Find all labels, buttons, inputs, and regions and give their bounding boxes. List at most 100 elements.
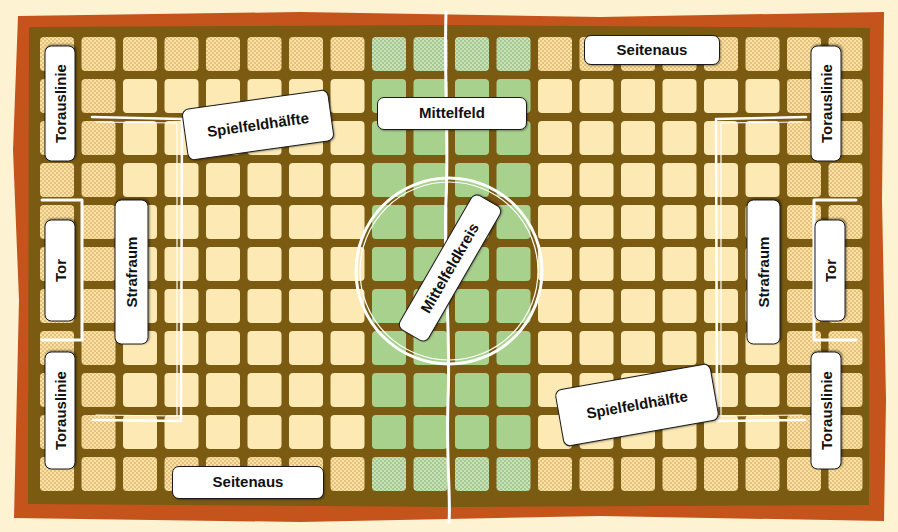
field-label: Spielfeldhälfte: [585, 387, 689, 423]
field-label: Torauslinie: [817, 371, 835, 450]
field-tile: [580, 163, 614, 197]
field-tile: [455, 373, 489, 407]
label-box: Tor: [45, 219, 76, 321]
field-tile: [497, 247, 531, 281]
field-tile: [497, 415, 531, 449]
field-tile: [663, 247, 697, 281]
field-tile: [746, 373, 780, 407]
penalty-area-left: [92, 117, 182, 421]
field-tile: [331, 457, 365, 491]
field-tile: [331, 373, 365, 407]
field-tile: [82, 457, 116, 491]
field-tile: [248, 373, 282, 407]
field-tile: [497, 163, 531, 197]
field-tile: [165, 37, 199, 71]
label-box: Torauslinie: [45, 351, 76, 469]
field-tile: [746, 457, 780, 491]
field-tile: [414, 457, 448, 491]
field-tile: [82, 37, 116, 71]
field-tile: [123, 79, 157, 113]
field-tile: [414, 373, 448, 407]
field-tile: [663, 79, 697, 113]
goal-right: [814, 200, 856, 340]
field-tile: [123, 37, 157, 71]
field-tile: [206, 37, 240, 71]
field-tile: [497, 37, 531, 71]
field-tile: [621, 121, 655, 155]
label-box: Strafraum: [746, 200, 780, 345]
field-tile: [206, 247, 240, 281]
field-border: [13, 12, 886, 522]
field-tile: [538, 289, 572, 323]
field-tile: [455, 457, 489, 491]
field-tile: [331, 205, 365, 239]
field-tile: [538, 79, 572, 113]
field-label: Seitenaus: [617, 41, 688, 59]
field-tile: [497, 457, 531, 491]
field-tile: [538, 121, 572, 155]
field-tile: [829, 163, 863, 197]
field-tile: [248, 247, 282, 281]
label-box: Torauslinie: [45, 45, 76, 161]
field-tile: [248, 205, 282, 239]
field-tile: [206, 373, 240, 407]
field-tile: [704, 79, 738, 113]
field-tile: [621, 79, 655, 113]
field-tile: [82, 205, 116, 239]
label-box: Torauslinie: [811, 351, 842, 469]
field-tile: [538, 457, 572, 491]
field-tile: [663, 289, 697, 323]
field-tile: [206, 163, 240, 197]
field-tile: [372, 373, 406, 407]
field-tile: [331, 37, 365, 71]
field-tile: [123, 121, 157, 155]
field-tile: [248, 331, 282, 365]
field-label: Seitenaus: [213, 473, 284, 491]
field-label: Torauslinie: [817, 64, 835, 143]
field-tile: [82, 163, 116, 197]
field-lines: [42, 12, 856, 522]
field-tile: [331, 163, 365, 197]
field-tile: [289, 205, 323, 239]
field-tile: [123, 373, 157, 407]
field-tile: [414, 205, 448, 239]
field-tile: [206, 331, 240, 365]
field-label: Strafraum: [754, 237, 772, 308]
field-tile: [289, 373, 323, 407]
field-tile: [663, 163, 697, 197]
field-tile: [663, 205, 697, 239]
field-label: Torauslinie: [51, 371, 69, 450]
field-tile: [538, 205, 572, 239]
field-tile: [331, 415, 365, 449]
label-box: Spielfeldhälfte: [181, 89, 335, 161]
field-tile: [40, 163, 74, 197]
field-tile: [248, 415, 282, 449]
field-tile: [663, 121, 697, 155]
field-tile: [580, 205, 614, 239]
label-box: Seitenaus: [584, 35, 720, 65]
field-tile: [455, 289, 489, 323]
field-tile: [663, 457, 697, 491]
label-box: Strafraum: [114, 200, 148, 345]
field-tile: [746, 121, 780, 155]
field-tile: [580, 79, 614, 113]
field-tiles: [40, 37, 863, 491]
field-tile: [331, 331, 365, 365]
center-circle-inner: [360, 182, 538, 360]
field-tile: [580, 331, 614, 365]
field-tile: [289, 289, 323, 323]
field-tile: [82, 331, 116, 365]
field-tile: [206, 205, 240, 239]
label-box: Seitenaus: [172, 466, 324, 499]
field-tile: [248, 163, 282, 197]
field-tile: [82, 247, 116, 281]
field-tile: [704, 457, 738, 491]
goal-left: [42, 200, 82, 340]
label-box: Spielfeldhälfte: [554, 363, 720, 448]
field-tile: [580, 457, 614, 491]
field-tile: [289, 37, 323, 71]
field-tile: [206, 289, 240, 323]
field-tile: [289, 331, 323, 365]
field-tile: [289, 247, 323, 281]
